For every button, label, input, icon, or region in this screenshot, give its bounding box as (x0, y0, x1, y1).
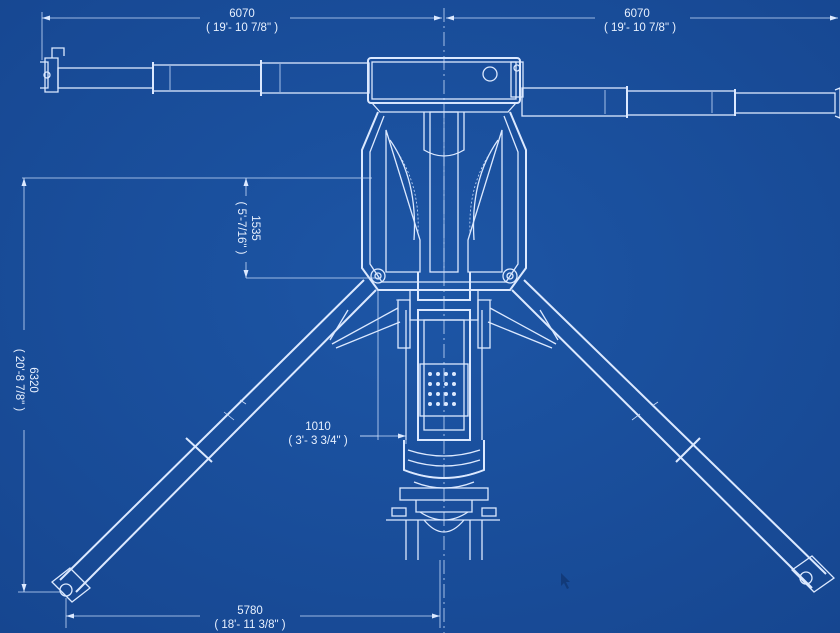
pivot-dimension: 1010 ( 3'- 3 3/4" ) (288, 290, 407, 447)
right-arm (521, 86, 840, 119)
pivot-dim-imperial: ( 3'- 3 3/4" ) (288, 435, 347, 447)
top-right-dim-imperial: ( 19'- 10 7/8" ) (604, 22, 676, 34)
left-leg (51, 279, 401, 603)
top-left-dim-imperial: ( 19'- 10 7/8" ) (206, 22, 278, 34)
right-leg (487, 279, 836, 593)
mast-frame (361, 111, 527, 349)
head-block (367, 57, 524, 113)
vertical-upper-dim-mm: 1535 (249, 215, 261, 241)
vertical-upper-dim-imperial: ( 5'-7/16" ) (235, 202, 247, 255)
top-left-dim-mm: 6070 (229, 8, 255, 20)
top-dimension-left: 6070 ( 19'- 10 7/8" ) (41, 8, 442, 60)
pivot-dim-mm: 1010 (305, 421, 331, 433)
bottom-dimension: 5780 ( 18'- 11 3/8" ) (65, 560, 441, 631)
top-dimension-right: 6070 ( 19'- 10 7/8" ) (446, 8, 838, 34)
left-arm (40, 47, 370, 96)
drill-column (386, 309, 500, 560)
bottom-dim-imperial: ( 18'- 11 3/8" ) (214, 619, 285, 631)
vertical-total-dim-mm: 6320 (27, 367, 39, 393)
vertical-dimension-total: 6320 ( 20'-8 7/8" ) (13, 178, 62, 593)
bottom-dim-mm: 5780 (237, 605, 263, 617)
vertical-dimension-upper: 1535 ( 5'-7/16" ) (22, 177, 380, 279)
cursor-icon (561, 573, 570, 589)
vertical-total-dim-imperial: ( 20'-8 7/8" ) (13, 349, 25, 412)
top-right-dim-mm: 6070 (624, 8, 650, 20)
